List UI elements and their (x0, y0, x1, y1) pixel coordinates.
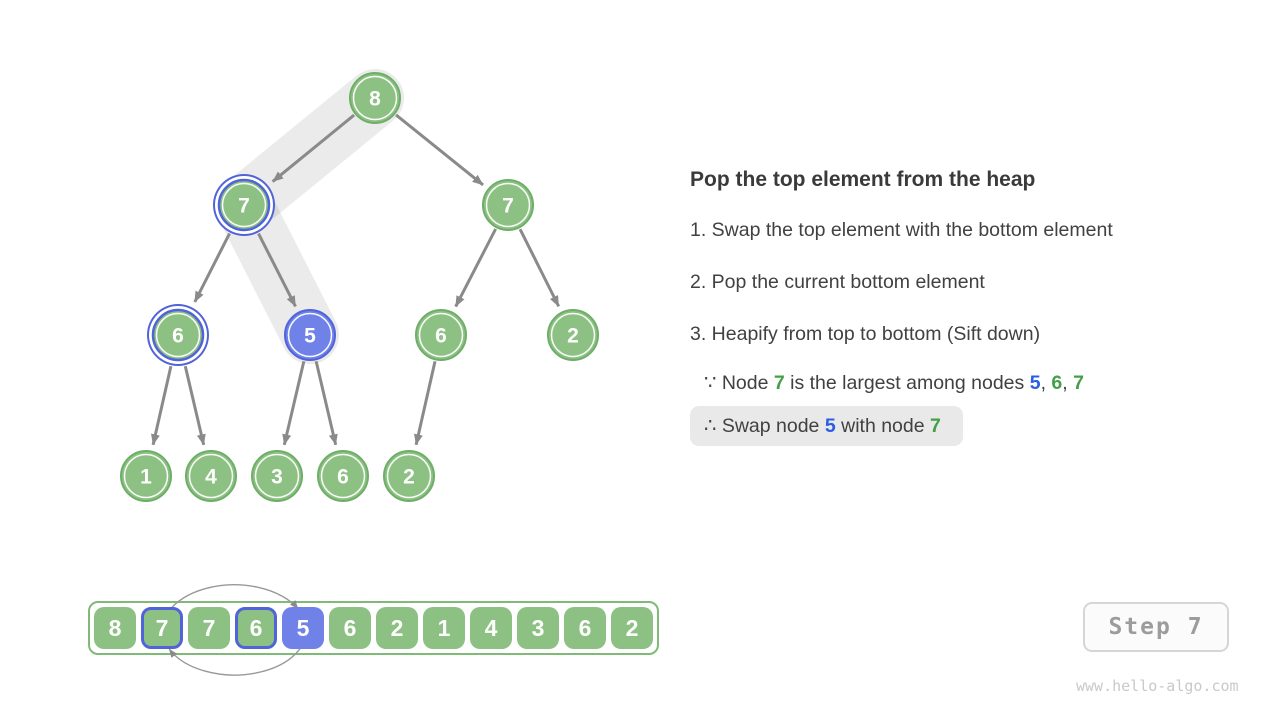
tree-edge (271, 113, 356, 183)
array-cell: 2 (611, 607, 653, 649)
panel-title: Pop the top element from the heap (690, 168, 1036, 191)
tree-node-2: 2 (547, 309, 599, 361)
tree-node-4: 4 (185, 450, 237, 502)
array-cell: 6 (564, 607, 606, 649)
array-cell: 4 (470, 607, 512, 649)
text-segment: 5 (1029, 372, 1041, 394)
tree-node-value: 2 (567, 325, 579, 348)
tree-node-value: 6 (435, 325, 447, 348)
tree-node-value: 7 (502, 195, 514, 218)
tree-node-5: 5 (284, 309, 336, 361)
explanation-panel: Pop the top element from the heap 1. Swa… (690, 0, 1260, 720)
therefore-note: ∴ Swap node 5 with node 7 (690, 406, 963, 446)
tree-edge (414, 360, 437, 446)
array-cell: 6 (235, 607, 277, 649)
tree-node-8: 8 (349, 72, 401, 124)
text-segment: is the largest among nodes (784, 372, 1030, 394)
array-cell: 8 (94, 607, 136, 649)
site-watermark: www.hello-algo.com (1076, 677, 1239, 695)
array-cell: 1 (423, 607, 465, 649)
tree-edge (183, 365, 206, 446)
array-cell: 2 (376, 607, 418, 649)
tree-node-value: 4 (205, 466, 217, 489)
tree-node-6: 6 (147, 304, 209, 366)
tree-node-value: 6 (172, 325, 184, 348)
text-segment: with node (835, 415, 930, 437)
tree-node-6: 6 (415, 309, 467, 361)
text-segment: ∵ Node (704, 372, 774, 394)
array-cell: 7 (188, 607, 230, 649)
text-segment: 7 (773, 372, 785, 394)
text-segment: 6 (1051, 372, 1063, 394)
tree-node-value: 6 (337, 466, 349, 489)
step-instruction-1: 1. Swap the top element with the bottom … (690, 219, 1113, 241)
tree-node-value: 7 (238, 195, 250, 218)
tree-node-value: 2 (403, 466, 415, 489)
step-instruction-2: 2. Pop the current bottom element (690, 271, 985, 293)
array-cell: 3 (517, 607, 559, 649)
tree-edge (454, 228, 497, 308)
tree-edge (518, 228, 561, 308)
tree-node-value: 1 (140, 466, 152, 489)
text-segment: ∴ Swap node (704, 415, 825, 437)
because-note: ∵ Node 7 is the largest among nodes 5, 6… (704, 371, 1084, 395)
array-cell: 7 (141, 607, 183, 649)
tree-edge (314, 360, 338, 446)
text-segment: 7 (1073, 372, 1084, 394)
tree-edge (257, 232, 297, 308)
tree-node-value: 8 (369, 88, 381, 111)
tree-edge (282, 360, 306, 446)
tree-edge (395, 113, 485, 187)
tree-node-7: 7 (482, 179, 534, 231)
tree-node-value: 5 (304, 325, 316, 348)
tree-node-value: 3 (271, 466, 283, 489)
step-instruction-3: 3. Heapify from top to bottom (Sift down… (690, 323, 1041, 345)
tree-edge (151, 365, 173, 446)
array-cell: 6 (329, 607, 371, 649)
heap-tree-diagram: 8 7 7 6 5 6 2 1 4 3 6 2 (120, 69, 599, 502)
array-cell: 5 (282, 607, 324, 649)
text-segment: , (1062, 372, 1074, 394)
tree-node-6: 6 (317, 450, 369, 502)
tree-node-2: 2 (383, 450, 435, 502)
step-badge: Step 7 (1083, 602, 1229, 652)
text-segment: , (1040, 372, 1052, 394)
tree-edge (193, 232, 231, 303)
text-segment: 7 (930, 415, 941, 437)
text-segment: 5 (824, 415, 836, 437)
tree-node-1: 1 (120, 450, 172, 502)
tree-node-3: 3 (251, 450, 303, 502)
tree-node-7: 7 (213, 174, 275, 236)
